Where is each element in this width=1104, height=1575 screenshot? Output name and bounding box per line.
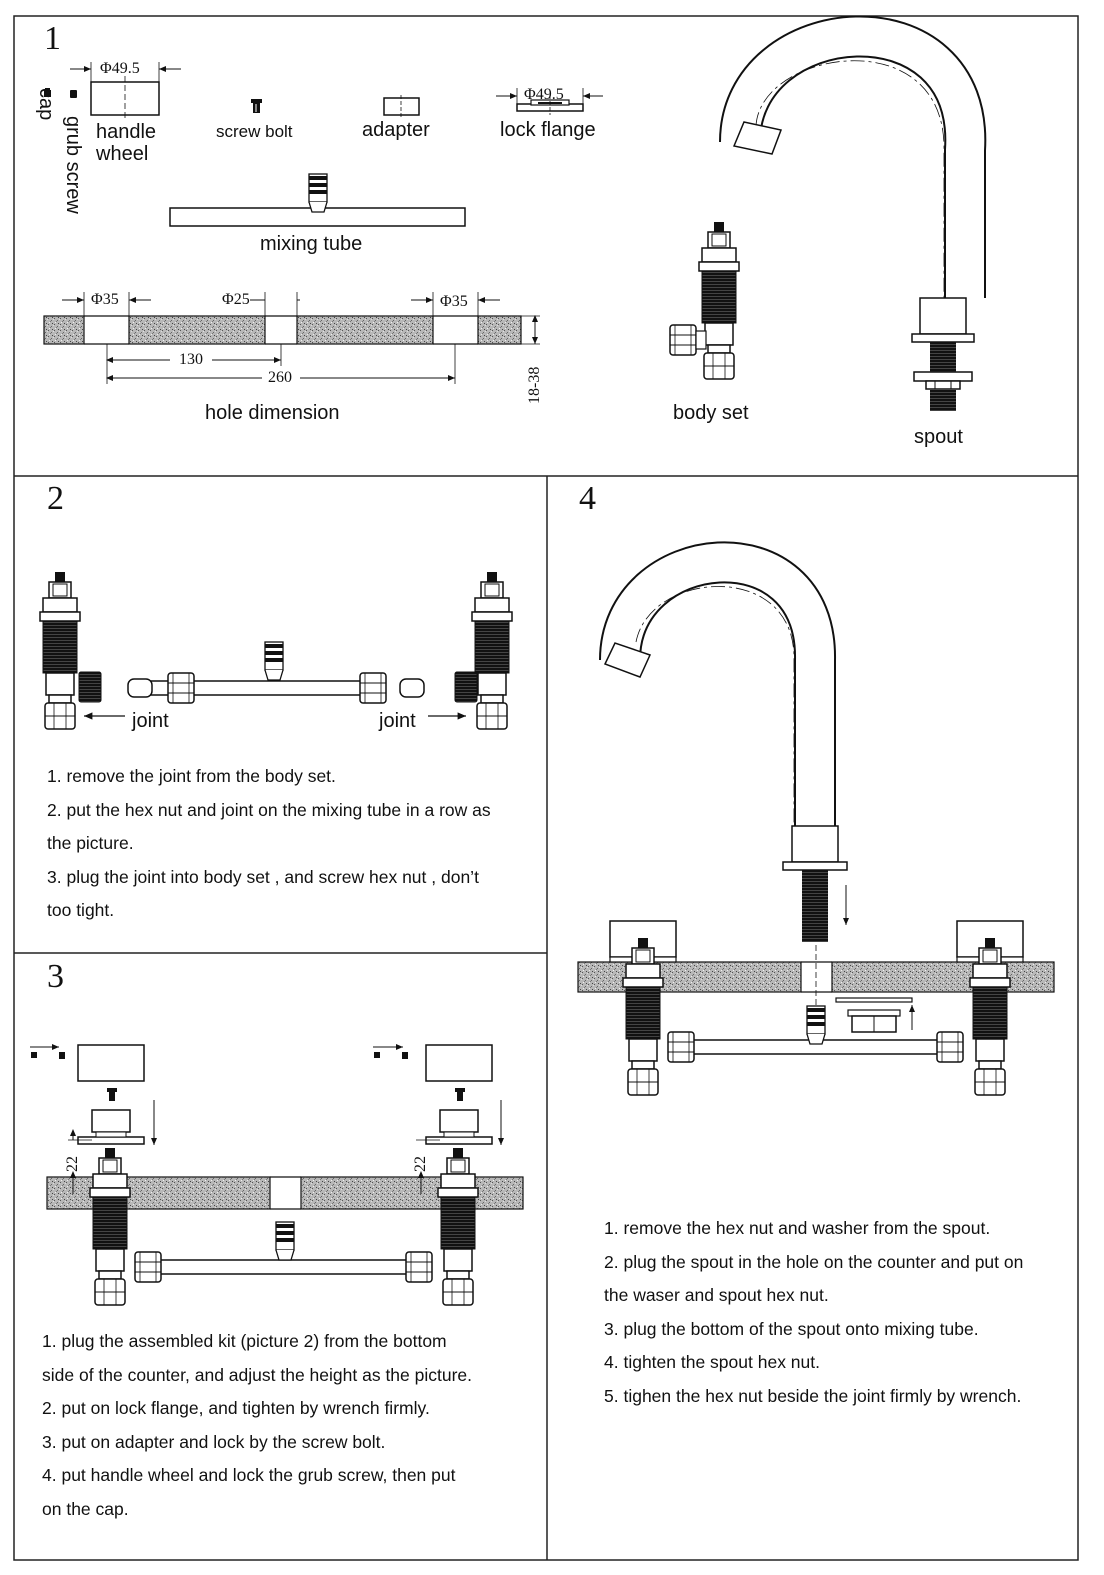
center-hole-diameter-dim: Φ25	[222, 291, 250, 308]
body-set-drawing	[669, 221, 740, 380]
wheel-label: wheel	[96, 143, 149, 165]
instruction-line: 1. remove the hex nut and washer from th…	[604, 1218, 991, 1238]
spout-drawing	[719, 15, 987, 411]
spacing-260-dim: 260	[268, 369, 292, 386]
grub-screw-label: grub screw	[62, 116, 84, 214]
step-number-3: 3	[47, 958, 64, 995]
instruction-line: 5. tighen the hex nut beside the joint f…	[604, 1385, 1022, 1406]
instruction-line: side of the counter, and adjust the heig…	[42, 1364, 473, 1385]
instruction-line: too tight.	[47, 900, 115, 920]
height-22-right-dim: 22	[412, 1156, 429, 1172]
screw-bolt-icon	[251, 99, 262, 113]
height-22-left-dim: 22	[64, 1156, 81, 1172]
adapter-label: adapter	[362, 119, 430, 141]
instruction-line: 4. put handle wheel and lock the grub sc…	[42, 1465, 456, 1485]
hole-dimension-drawing	[43, 292, 540, 384]
left-hole-diameter-dim: Φ35	[91, 291, 119, 308]
counter-thickness-dim: 18-38	[526, 366, 543, 404]
instruction-line: 4. tighten the spout hex nut.	[604, 1352, 820, 1372]
panel-3-drawings	[30, 1044, 524, 1306]
grub-screw-icon	[70, 90, 77, 98]
instruction-line: the picture.	[47, 833, 134, 853]
right-hole-diameter-dim: Φ35	[440, 293, 468, 310]
panel-2-drawings	[39, 571, 513, 730]
step-3-instructions: 1. plug the assembled kit (picture 2) fr…	[42, 1325, 472, 1526]
screw-bolt-label: screw bolt	[216, 122, 293, 141]
instruction-line: on the cap.	[42, 1498, 129, 1519]
instruction-line: the waser and spout hex nut.	[604, 1285, 829, 1305]
instruction-line: 3. put on adapter and lock by the screw …	[42, 1431, 386, 1452]
instruction-line: 3. plug the joint into body set , and sc…	[47, 866, 479, 887]
instruction-line: 1. plug the assembled kit (picture 2) fr…	[42, 1331, 447, 1351]
flange-diameter-dim: Φ49.5	[524, 86, 564, 103]
spacing-130-dim: 130	[179, 351, 203, 368]
cap-label: cap	[35, 88, 57, 121]
instruction-line: 2. put on lock flange, and tighten by wr…	[42, 1398, 430, 1418]
lock-flange-drawing	[496, 88, 603, 115]
mixing-tube-drawing	[169, 173, 466, 227]
handle-wheel-drawing	[70, 62, 181, 120]
step-number-2: 2	[47, 480, 64, 517]
mixing-tube-label: mixing tube	[260, 233, 363, 255]
step-number-4: 4	[579, 480, 596, 517]
panel-frames	[13, 15, 1079, 1561]
instruction-line: 2. plug the spout in the hole on the cou…	[604, 1251, 1024, 1272]
instruction-line: 3. plug the bottom of the spout onto mix…	[604, 1318, 979, 1339]
step-2-instructions: 1. remove the joint from the body set. 2…	[47, 760, 491, 928]
instruction-line: 1. remove the joint from the body set.	[47, 766, 336, 786]
joint-left-label: joint	[132, 710, 169, 732]
hole-dimension-label: hole dimension	[205, 402, 340, 424]
instruction-line: 2. put the hex nut and joint on the mixi…	[47, 799, 491, 820]
panel-4-drawings	[577, 541, 1055, 1096]
handle-label: handle	[96, 121, 157, 143]
adapter-drawing	[383, 95, 420, 118]
body-set-label: body set	[673, 402, 749, 424]
joint-right-label: joint	[379, 710, 416, 732]
handle-diameter-dim: Φ49.5	[100, 60, 140, 77]
cap-icon	[44, 88, 51, 97]
spout-label: spout	[914, 426, 963, 448]
panel-1-drawings	[43, 15, 987, 411]
step-4-instructions: 1. remove the hex nut and washer from th…	[604, 1212, 1023, 1413]
lock-flange-label: lock flange	[500, 119, 596, 141]
step-number-1: 1	[44, 20, 61, 57]
